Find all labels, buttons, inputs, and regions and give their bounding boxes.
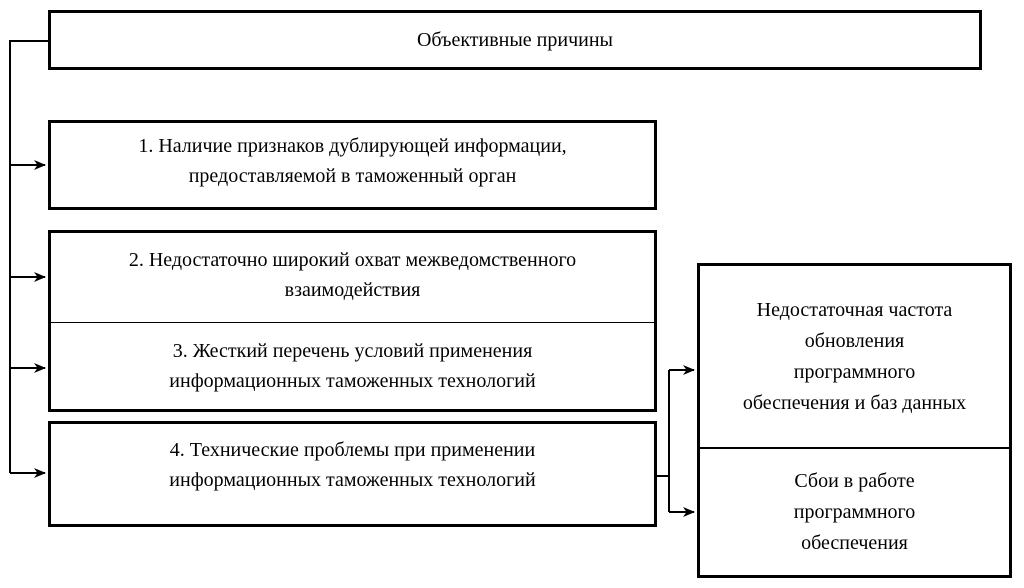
box-reason-3-line-2: информационных таможенных технологий <box>169 370 536 392</box>
box-objective-reasons: Объективные причины <box>48 10 982 70</box>
box-reason-2-line-1: 2. Недостаточно широкий охват межведомст… <box>128 248 577 271</box>
box-result-1-line-3: программного <box>793 360 916 383</box>
box-reason-3-line-1: 3. Жесткий перечень условий применения <box>172 340 533 362</box>
box-reason-1: 1. Наличие признаков дублирующей информа… <box>48 120 657 210</box>
box-reason-2: 2. Недостаточно широкий охват межведомст… <box>51 233 654 323</box>
right-branch-line <box>656 370 670 512</box>
box-result-update-frequency: Недостаточная частота обновления програм… <box>700 266 1009 449</box>
box-results-group: Недостаточная частота обновления програм… <box>697 263 1012 578</box>
box-reason-4-line-2: информационных таможенных технологий <box>169 469 536 491</box>
box-result-software-failures: Сбои в работе программного обеспечения <box>700 449 1009 575</box>
box-objective-reasons-label: Объективные причины <box>416 29 613 51</box>
box-reason-4: 4. Технические проблемы при применении и… <box>48 421 657 527</box>
box-result-1-line-1: Недостаточная частота <box>756 298 953 321</box>
box-result-2-line-2: программного <box>793 500 916 523</box>
box-result-2-line-1: Сбои в работе <box>794 469 915 492</box>
box-reason-1-line-2: предоставляемой в таможенный орган <box>188 165 517 187</box>
box-result-2-line-3: обеспечения <box>801 531 908 554</box>
box-reasons-2-3-group: 2. Недостаточно широкий охват межведомст… <box>48 230 657 412</box>
box-result-1-line-2: обновления <box>804 329 905 352</box>
box-reason-4-line-1: 4. Технические проблемы при применении <box>169 439 536 461</box>
box-reason-1-line-1: 1. Наличие признаков дублирующей информа… <box>138 135 567 157</box>
box-reason-3: 3. Жесткий перечень условий применения и… <box>51 323 654 409</box>
box-reason-2-line-2: взаимодействия <box>284 278 421 301</box>
left-trunk-line <box>9 40 48 473</box>
box-result-1-line-4: обеспечения и баз данных <box>742 391 967 414</box>
